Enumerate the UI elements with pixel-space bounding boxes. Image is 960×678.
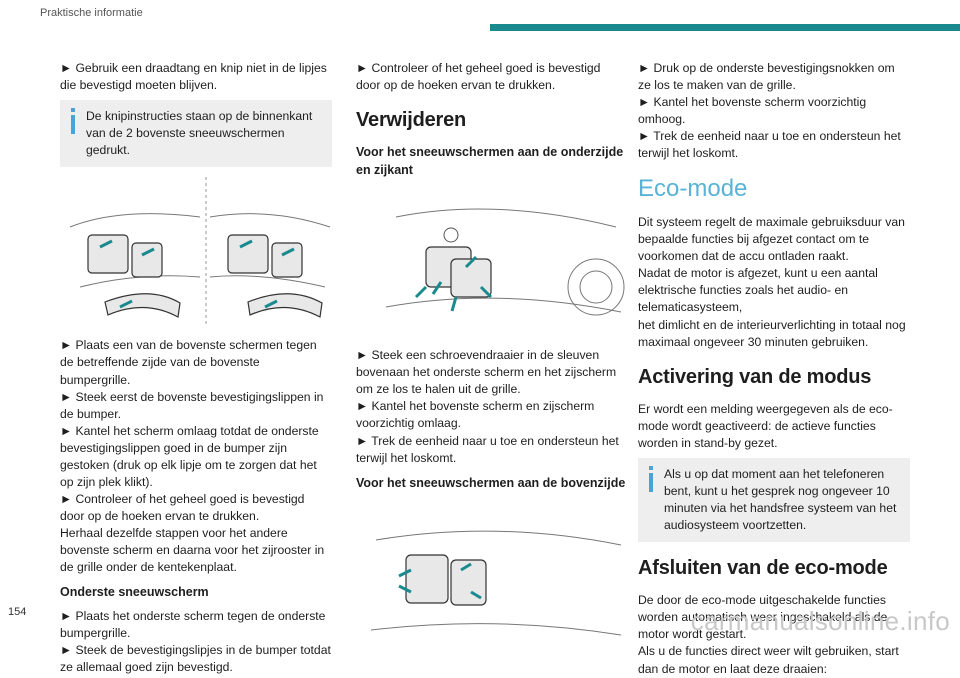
section-title-eco-mode: Eco-mode bbox=[638, 175, 748, 203]
section-title-activation: Activering van de modus bbox=[638, 365, 872, 388]
illustration-graphic bbox=[385, 208, 625, 316]
lower-screen-removal-illustration bbox=[356, 187, 628, 337]
step-text: ► Steek eerst de bovenste bevestigingsli… bbox=[60, 389, 324, 421]
step-text: ► Kantel het bovenste scherm en zijscher… bbox=[356, 399, 595, 431]
section-title-remove: Verwijderen bbox=[356, 109, 467, 132]
step-text: ► Druk op de onderste bevestigingsnokken… bbox=[638, 61, 895, 93]
header-accent-bar bbox=[490, 24, 960, 31]
column-3: ► Druk op de onderste bevestigingsnokken… bbox=[638, 60, 910, 678]
step-text: ► Kantel het scherm omlaag totdat de ond… bbox=[60, 423, 319, 490]
subheading: Onderste sneeuwscherm bbox=[60, 585, 209, 600]
watermark: carmanualsonline.info bbox=[690, 606, 950, 636]
paragraph: het dimlicht en de interieurverlichting … bbox=[638, 317, 906, 349]
step-text: ► Kantel het bovenste scherm voorzichtig… bbox=[638, 95, 867, 127]
info-note: De knipinstructies staan op de binnenkan… bbox=[60, 100, 332, 168]
info-icon bbox=[648, 465, 654, 492]
info-note: Als u op dat moment aan het telefoneren … bbox=[638, 457, 910, 543]
step-text: ► Steek de bevestigingslipjes in de bump… bbox=[60, 643, 331, 675]
snow-screen-install-illustration bbox=[60, 177, 332, 328]
step-text: ► Controleer of het geheel goed is beves… bbox=[60, 492, 305, 524]
step-text: ► Controleer of het geheel goed is beves… bbox=[356, 61, 601, 93]
subheading: Voor het sneeuwschermen aan de bovenzijd… bbox=[356, 475, 626, 490]
step-text: Herhaal dezelfde stappen voor het andere… bbox=[60, 526, 325, 575]
running-header: Praktische informatie bbox=[40, 7, 143, 19]
page-number: 154 bbox=[8, 606, 27, 618]
paragraph: Dit systeem regelt de maximale gebruiksd… bbox=[638, 215, 905, 264]
column-1: ► Gebruik een draadtang en knip niet in … bbox=[60, 60, 332, 676]
info-note-text: De knipinstructies staan op de binnenkan… bbox=[86, 109, 313, 158]
step-text: ► Trek de eenheid naar u toe en onderste… bbox=[356, 433, 619, 465]
info-icon bbox=[70, 108, 76, 135]
step-text: ► Plaats het onderste scherm tegen de on… bbox=[60, 608, 326, 641]
step-text: ► Plaats een van de bovenste schermen te… bbox=[60, 338, 317, 387]
paragraph: Als u de functies direct weer wilt gebru… bbox=[638, 644, 899, 676]
step-text: ► Trek de eenheid naar u toe en onderste… bbox=[638, 129, 901, 161]
upper-screen-removal-illustration bbox=[356, 500, 628, 650]
paragraph: Nadat de motor is afgezet, kunt u een aa… bbox=[638, 266, 878, 315]
info-note-text: Als u op dat moment aan het telefoneren … bbox=[664, 466, 897, 533]
section-title-exit: Afsluiten van de eco-mode bbox=[638, 557, 888, 580]
step-text: ► Gebruik een draadtang en knip niet in … bbox=[60, 61, 327, 93]
paragraph: Er wordt een melding weergegeven als de … bbox=[638, 401, 893, 450]
subheading: Voor het sneeuwschermen aan de onderzijd… bbox=[356, 145, 624, 177]
column-2: ► Controleer of het geheel goed is beves… bbox=[356, 60, 628, 660]
paragraph: De door de eco-mode uitgeschakelde funct… bbox=[638, 593, 888, 642]
illustration-graphic bbox=[370, 530, 622, 636]
illustration-graphic bbox=[69, 177, 331, 328]
step-text: ► Steek een schroevendraaier in de sleuv… bbox=[356, 348, 617, 397]
